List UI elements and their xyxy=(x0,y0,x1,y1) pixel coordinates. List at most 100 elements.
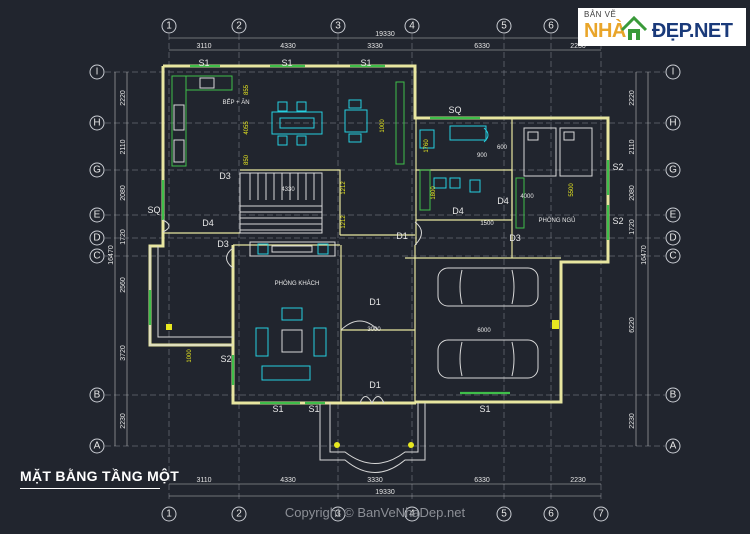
dimension-bottom: 3110 4330 3330 6330 2230 19330 xyxy=(169,477,601,497)
svg-text:D: D xyxy=(93,233,100,244)
svg-text:B: B xyxy=(670,390,677,401)
staircase xyxy=(239,172,323,234)
grid-lines xyxy=(105,34,665,500)
svg-text:6: 6 xyxy=(548,509,554,520)
svg-text:D1: D1 xyxy=(369,297,381,307)
svg-text:I: I xyxy=(96,67,99,78)
svg-text:G: G xyxy=(669,165,677,176)
svg-text:5500: 5500 xyxy=(569,183,575,197)
svg-text:4330: 4330 xyxy=(280,477,296,484)
svg-text:3330: 3330 xyxy=(367,43,383,50)
logo-brand-a: NHÀ xyxy=(584,20,626,42)
svg-text:E: E xyxy=(94,210,101,221)
dimension-right: 2220 2110 2080 1720 6220 2230 16470 xyxy=(629,72,649,446)
svg-text:S1: S1 xyxy=(479,404,490,414)
svg-text:600: 600 xyxy=(497,145,508,151)
svg-text:D4: D4 xyxy=(497,196,509,206)
doors xyxy=(162,219,422,405)
svg-text:C: C xyxy=(669,251,676,262)
svg-text:2080: 2080 xyxy=(120,185,127,201)
drawing-title: MẶT BẰNG TẦNG MỘT xyxy=(20,468,180,484)
svg-text:G: G xyxy=(93,165,101,176)
grid-label-4: 4 xyxy=(409,21,415,32)
svg-text:6220: 6220 xyxy=(629,317,636,333)
svg-text:855: 855 xyxy=(244,84,250,95)
room-living: PHÒNG KHÁCH xyxy=(275,280,320,287)
svg-text:D4: D4 xyxy=(452,206,464,216)
svg-text:C: C xyxy=(93,251,100,262)
svg-text:D1: D1 xyxy=(369,380,381,390)
brand-logo: BẢN VẼ NHÀ ĐẸP.NET xyxy=(578,8,746,46)
svg-text:2230: 2230 xyxy=(570,477,586,484)
svg-text:4330: 4330 xyxy=(280,43,296,50)
label-s1-3: S1 xyxy=(360,58,371,68)
svg-text:2: 2 xyxy=(236,509,242,520)
svg-text:2220: 2220 xyxy=(629,90,636,106)
svg-text:D: D xyxy=(669,233,676,244)
svg-text:3000: 3000 xyxy=(367,327,381,333)
label-s1-2: S1 xyxy=(281,58,292,68)
dimension-left: 16470 2220 2110 2080 1720 2560 3720 2230 xyxy=(108,72,128,446)
svg-text:D3: D3 xyxy=(217,239,229,249)
svg-text:2110: 2110 xyxy=(629,139,636,154)
svg-text:6330: 6330 xyxy=(474,477,490,484)
dim-top-total: 19330 xyxy=(375,31,395,38)
svg-text:3720: 3720 xyxy=(120,345,127,361)
svg-text:3110: 3110 xyxy=(196,43,211,50)
copyright-watermark: Copyright © BanVeNhaDep.net xyxy=(284,505,466,520)
svg-text:1: 1 xyxy=(166,509,172,520)
logo-top-text: BẢN VẼ xyxy=(584,10,617,19)
svg-text:D4: D4 xyxy=(202,218,214,228)
svg-text:3110: 3110 xyxy=(196,477,211,484)
label-s2-3: S2 xyxy=(220,354,231,364)
grid-bubbles-top: 1 2 3 4 5 6 xyxy=(161,18,559,34)
label-s2-1: S2 xyxy=(612,162,623,172)
svg-text:2220: 2220 xyxy=(120,90,127,106)
title-underline xyxy=(20,488,160,489)
svg-text:2110: 2110 xyxy=(120,139,127,154)
svg-text:1760: 1760 xyxy=(424,139,430,153)
plan-labels: S1 S1 S1 SQ SQ S2 S2 S2 S1 S1 S1 D3 D3 D… xyxy=(147,58,623,414)
grid-label-1: 1 xyxy=(166,21,172,32)
grid-bubbles-bottom: 1 2 3 4 5 6 7 xyxy=(161,506,609,522)
exterior-walls xyxy=(148,64,610,405)
svg-text:H: H xyxy=(669,118,676,129)
logo-brand-b: ĐẸP.NET xyxy=(651,20,733,42)
svg-text:2230: 2230 xyxy=(570,43,586,50)
svg-text:900: 900 xyxy=(477,153,488,159)
svg-text:2230: 2230 xyxy=(629,413,636,429)
bedroom-furniture xyxy=(515,127,593,229)
svg-text:B: B xyxy=(94,390,101,401)
svg-text:6330: 6330 xyxy=(474,43,490,50)
logo-brand: NHÀ ĐẸP.NET xyxy=(584,20,733,43)
svg-text:2080: 2080 xyxy=(629,185,636,201)
svg-text:4000: 4000 xyxy=(520,194,534,200)
svg-text:A: A xyxy=(670,441,677,452)
house-icon xyxy=(620,15,648,40)
grid-bubbles-left: I H G E D C B A xyxy=(89,64,105,454)
svg-text:3: 3 xyxy=(335,509,341,520)
svg-text:D3: D3 xyxy=(219,171,231,181)
svg-text:16470: 16470 xyxy=(108,245,115,265)
svg-text:S1: S1 xyxy=(308,404,319,414)
svg-text:19330: 19330 xyxy=(375,489,395,496)
label-sq-2: SQ xyxy=(147,205,160,215)
svg-text:16470: 16470 xyxy=(641,245,648,265)
garage-dim: 6000 xyxy=(477,328,491,334)
grid-label-2: 2 xyxy=(236,21,242,32)
entrance-porch xyxy=(149,246,559,473)
garage-cars xyxy=(437,267,539,379)
svg-text:5: 5 xyxy=(501,509,507,520)
svg-text:D1: D1 xyxy=(396,231,408,241)
svg-text:1000: 1000 xyxy=(380,119,386,133)
room-bedroom: PHÒNG NGỦ xyxy=(538,217,575,224)
svg-text:H: H xyxy=(93,118,100,129)
svg-text:850: 850 xyxy=(244,154,250,165)
room-kitchen: BẾP + ĂN xyxy=(222,99,249,106)
bathroom-fixtures xyxy=(419,125,489,211)
grid-bubbles-right: I H G E D C B A xyxy=(665,64,681,454)
kitchen-furniture xyxy=(171,75,405,167)
living-room-furniture xyxy=(249,241,336,381)
svg-text:S1: S1 xyxy=(272,404,283,414)
